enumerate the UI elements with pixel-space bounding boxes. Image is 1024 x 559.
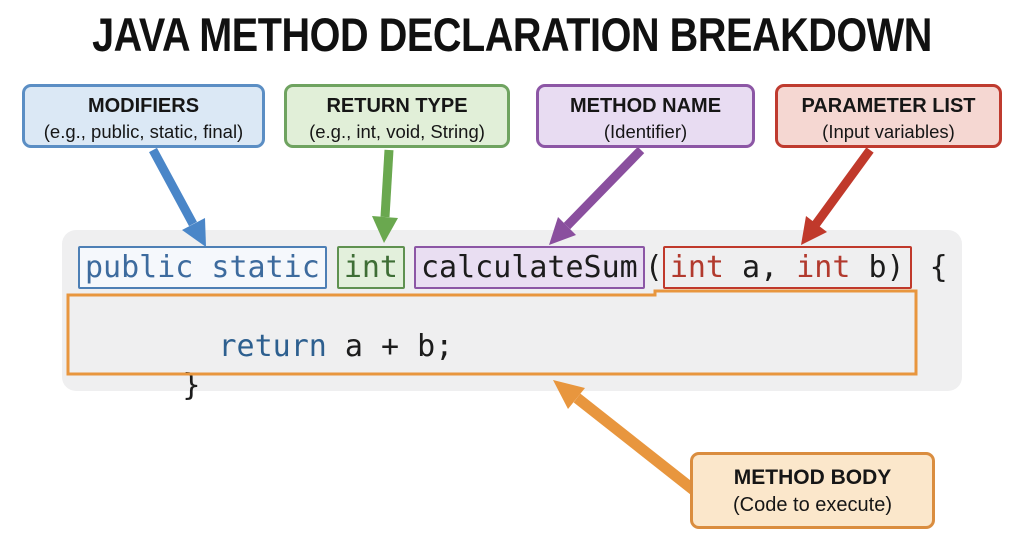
label-box-method-name: METHOD NAME (Identifier) [536,84,755,148]
return-keyword: return [218,329,327,364]
label-box-method-body: METHOD BODY (Code to execute) [690,452,935,529]
modifiers-label-title: MODIFIERS [87,95,200,117]
modifiers-label-subtitle: (e.g., public, static, final) [43,121,244,142]
param-b: b) [850,250,905,285]
modifiers-code-text: public static [85,250,320,285]
method-name-label-title: METHOD NAME [569,95,722,117]
param-a: a, [724,250,797,285]
label-box-modifiers: MODIFIERS (e.g., public, static, final) [22,84,265,148]
return-type-label-subtitle: (e.g., int, void, String) [309,121,485,142]
parameter-list-label-subtitle: (Input variables) [822,121,955,142]
method-name-code-text: calculateSum [421,250,638,285]
close-brace: } [182,368,201,403]
return-type-label-title: RETURN TYPE [326,95,468,117]
open-paren: ( [644,250,663,285]
modifiers-code-box: public static [78,246,327,289]
method-name-label-subtitle: (Identifier) [603,121,688,142]
return-type-code-text: int [343,250,398,285]
parameter-list-label-title: PARAMETER LIST [801,95,976,117]
parameter-list-code-box: int a, int b) [662,246,912,289]
page-title: JAVA METHOD DECLARATION BREAKDOWN [92,8,932,62]
method-body-label-title: METHOD BODY [733,466,892,489]
method-body-label-subtitle: (Code to execute) [733,494,892,516]
param-type-b: int [796,250,851,285]
method-body-arrow [553,380,704,500]
method-name-code-box: calculateSum [414,246,645,289]
param-type-a: int [669,250,724,285]
open-brace: { [911,250,948,285]
return-type-code-box: int [336,246,405,289]
return-expression: a + b; [326,329,454,364]
label-box-return-type: RETURN TYPE (e.g., int, void, String) [284,84,510,148]
code-line-close-brace: } [74,333,200,438]
label-box-parameter-list: PARAMETER LIST (Input variables) [775,84,1002,148]
